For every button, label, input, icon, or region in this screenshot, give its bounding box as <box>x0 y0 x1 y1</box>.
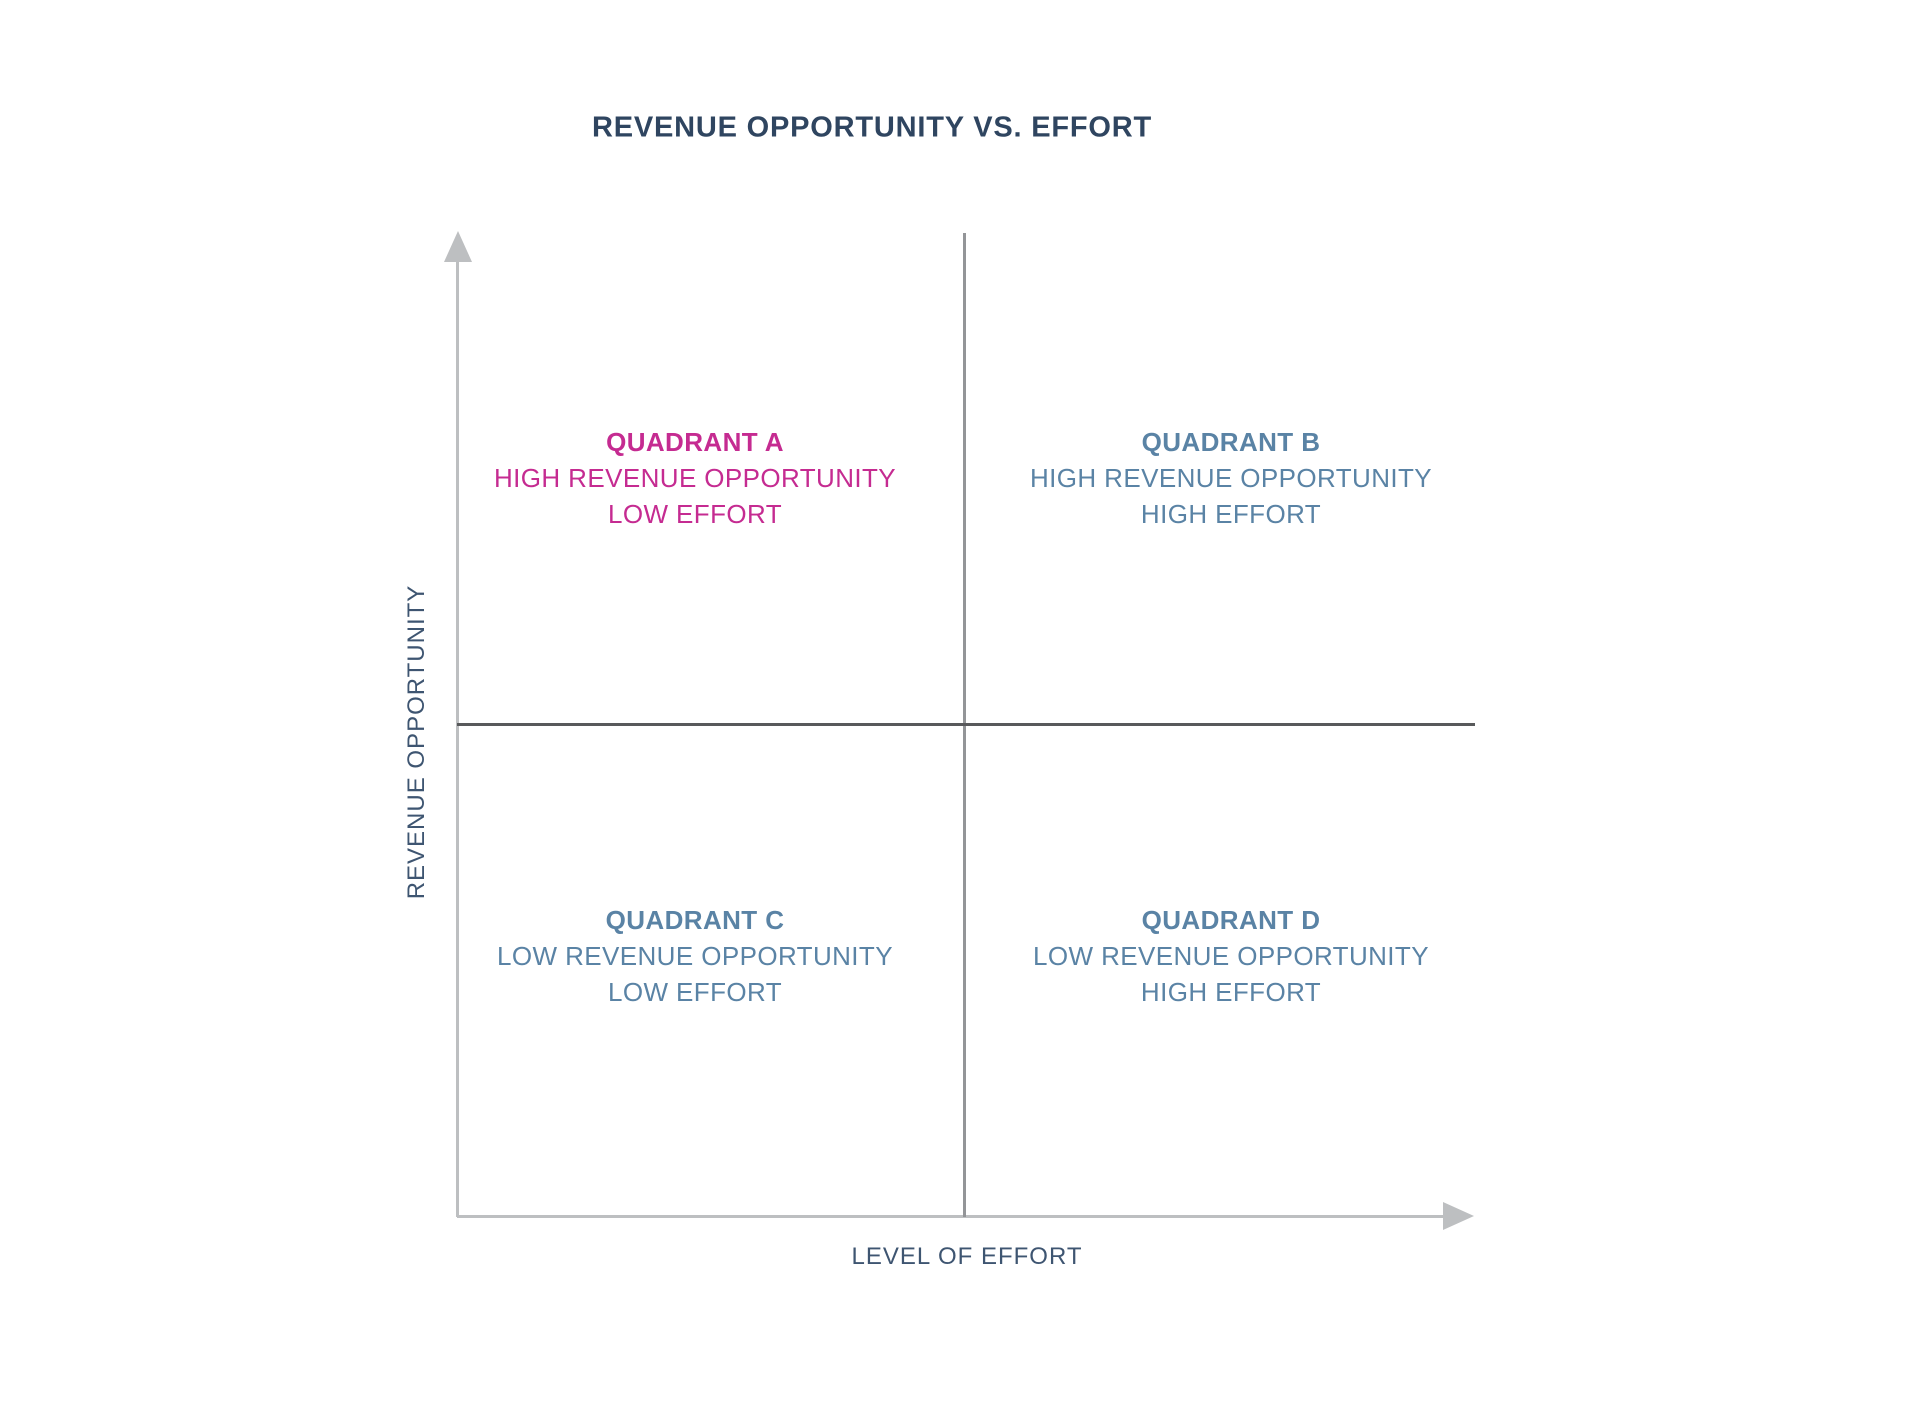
quadrant-d-label: QUADRANT D LOW REVENUE OPPORTUNITY HIGH … <box>1033 902 1429 1010</box>
x-axis-label: LEVEL OF EFFORT <box>851 1243 1083 1270</box>
quadrant-c-label: QUADRANT C LOW REVENUE OPPORTUNITY LOW E… <box>497 902 893 1010</box>
quadrant-a-title: QUADRANT A <box>606 427 784 457</box>
y-axis-line <box>456 252 459 1217</box>
quadrant-c-line2: LOW EFFORT <box>608 977 782 1007</box>
quadrant-b-line1: HIGH REVENUE OPPORTUNITY <box>1029 463 1433 493</box>
page-title: REVENUE OPPORTUNITY VS. EFFORT <box>591 111 1153 144</box>
quadrant-b-title: QUADRANT B <box>1141 427 1321 457</box>
quadrant-divider-horizontal <box>457 723 1475 726</box>
quadrant-d-line1: LOW REVENUE OPPORTUNITY <box>1033 941 1429 971</box>
x-axis-line <box>457 1215 1449 1218</box>
quadrant-d-line2: HIGH EFFORT <box>1140 977 1322 1007</box>
quadrant-b-label: QUADRANT B HIGH REVENUE OPPORTUNITY HIGH… <box>1030 424 1432 532</box>
quadrant-d-title: QUADRANT D <box>1141 905 1321 935</box>
quadrant-b-line2: HIGH EFFORT <box>1140 499 1322 529</box>
quadrant-a-label: QUADRANT A HIGH REVENUE OPPORTUNITY LOW … <box>494 424 896 532</box>
quadrant-a-line1: HIGH REVENUE OPPORTUNITY <box>493 463 897 493</box>
x-axis-arrow-icon <box>1443 1202 1474 1230</box>
y-axis-label: REVENUE OPPORTUNITY <box>403 584 430 900</box>
quadrant-c-line1: LOW REVENUE OPPORTUNITY <box>497 941 893 971</box>
quadrant-a-line2: LOW EFFORT <box>608 499 782 529</box>
quadrant-c-title: QUADRANT C <box>605 905 785 935</box>
